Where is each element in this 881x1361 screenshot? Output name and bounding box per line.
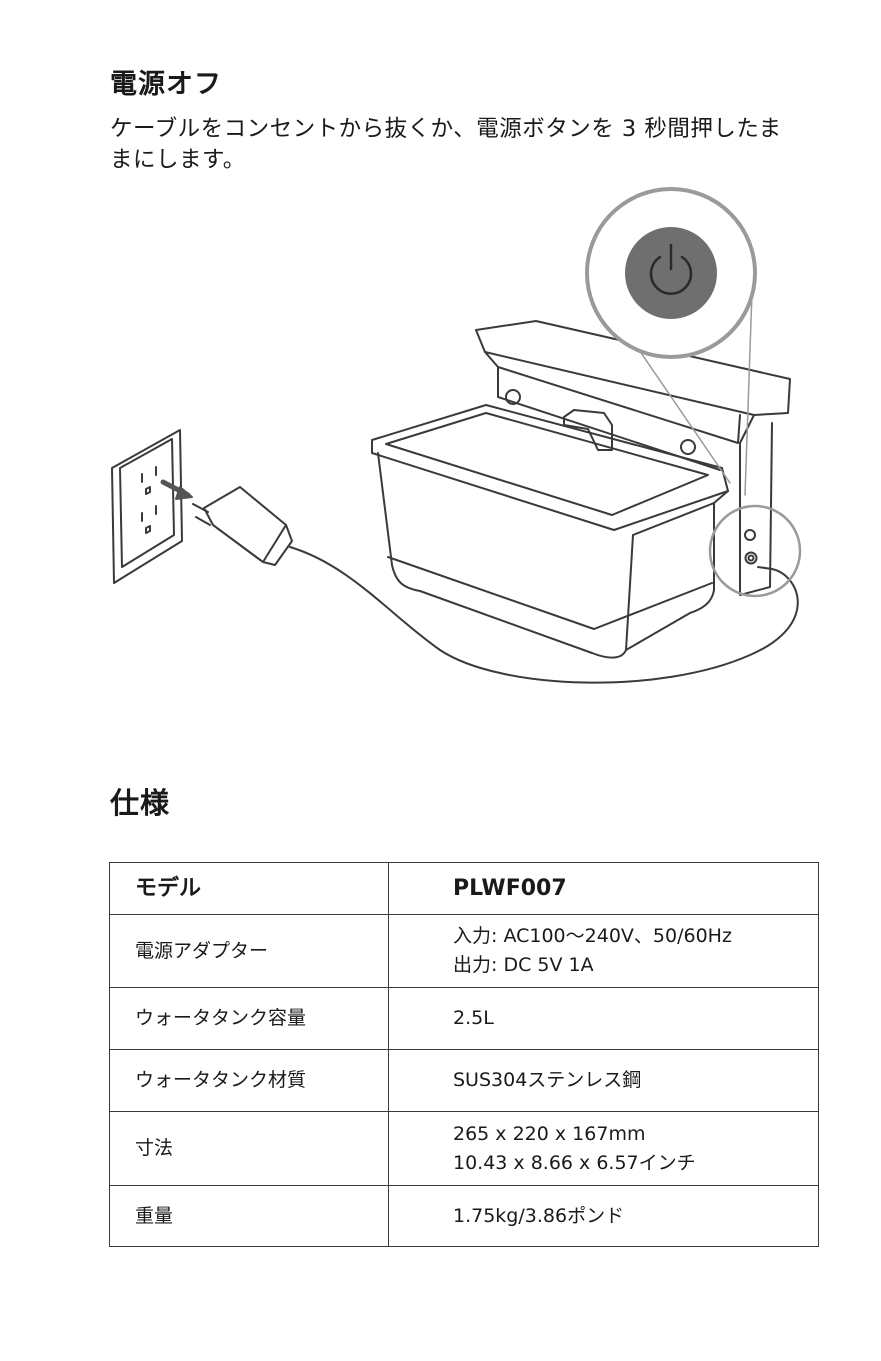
- spec-label: ウォータタンク容量: [110, 988, 389, 1050]
- power-off-title: 電源オフ: [110, 62, 222, 101]
- spec-header-row: モデル PLWF007: [110, 863, 819, 915]
- spec-header-value: PLWF007: [389, 863, 819, 915]
- spec-title: 仕様: [110, 780, 170, 822]
- ports-callout: [710, 506, 800, 596]
- instruction-line-1: ケーブルをコンセントから抜くか、電源ボタンを 3 秒間押したま: [110, 114, 830, 145]
- appliance-tank-icon: [372, 321, 790, 658]
- spec-row-weight: 重量 1.75kg/3.86ポンド: [110, 1186, 819, 1247]
- usb-adapter-icon: [193, 487, 292, 565]
- spec-value-line: 出力: DC 5V 1A: [453, 951, 818, 980]
- power-cable-icon: [290, 547, 798, 683]
- wall-outlet-icon: [112, 430, 182, 583]
- spec-value: 入力: AC100～240V、50/60Hz 出力: DC 5V 1A: [389, 915, 819, 988]
- spec-label: ウォータタンク材質: [110, 1050, 389, 1112]
- spec-row-tank-capacity: ウォータタンク容量 2.5L: [110, 988, 819, 1050]
- arrow-icon: [163, 482, 192, 499]
- spec-row-tank-material: ウォータタンク材質 SUS304ステンレス鋼: [110, 1050, 819, 1112]
- spec-label: 寸法: [110, 1112, 389, 1186]
- power-button-icon: [625, 227, 717, 319]
- spec-value: 265 x 220 x 167mm 10.43 x 8.66 x 6.57インチ: [389, 1112, 819, 1186]
- spec-value-line: 1.75kg/3.86ポンド: [453, 1202, 818, 1231]
- spec-value-line: 2.5L: [453, 1004, 818, 1033]
- spec-value-line: 入力: AC100～240V、50/60Hz: [453, 922, 818, 951]
- spec-value-line: SUS304ステンレス鋼: [453, 1066, 818, 1095]
- spec-label: 重量: [110, 1186, 389, 1247]
- power-off-illustration: [100, 185, 820, 705]
- spec-header-label: モデル: [110, 863, 389, 915]
- power-off-instructions: ケーブルをコンセントから抜くか、電源ボタンを 3 秒間押したま まにします。: [110, 114, 830, 176]
- spec-value: 2.5L: [389, 988, 819, 1050]
- spec-table: モデル PLWF007 電源アダプター 入力: AC100～240V、50/60…: [109, 862, 819, 1247]
- instruction-line-2: まにします。: [110, 145, 830, 176]
- spec-value: SUS304ステンレス鋼: [389, 1050, 819, 1112]
- spec-value-line: 10.43 x 8.66 x 6.57インチ: [453, 1149, 818, 1178]
- spec-value-line: 265 x 220 x 167mm: [453, 1120, 818, 1149]
- spec-row-power-adapter: 電源アダプター 入力: AC100～240V、50/60Hz 出力: DC 5V…: [110, 915, 819, 988]
- spec-label: 電源アダプター: [110, 915, 389, 988]
- spec-row-dimensions: 寸法 265 x 220 x 167mm 10.43 x 8.66 x 6.57…: [110, 1112, 819, 1186]
- spec-value: 1.75kg/3.86ポンド: [389, 1186, 819, 1247]
